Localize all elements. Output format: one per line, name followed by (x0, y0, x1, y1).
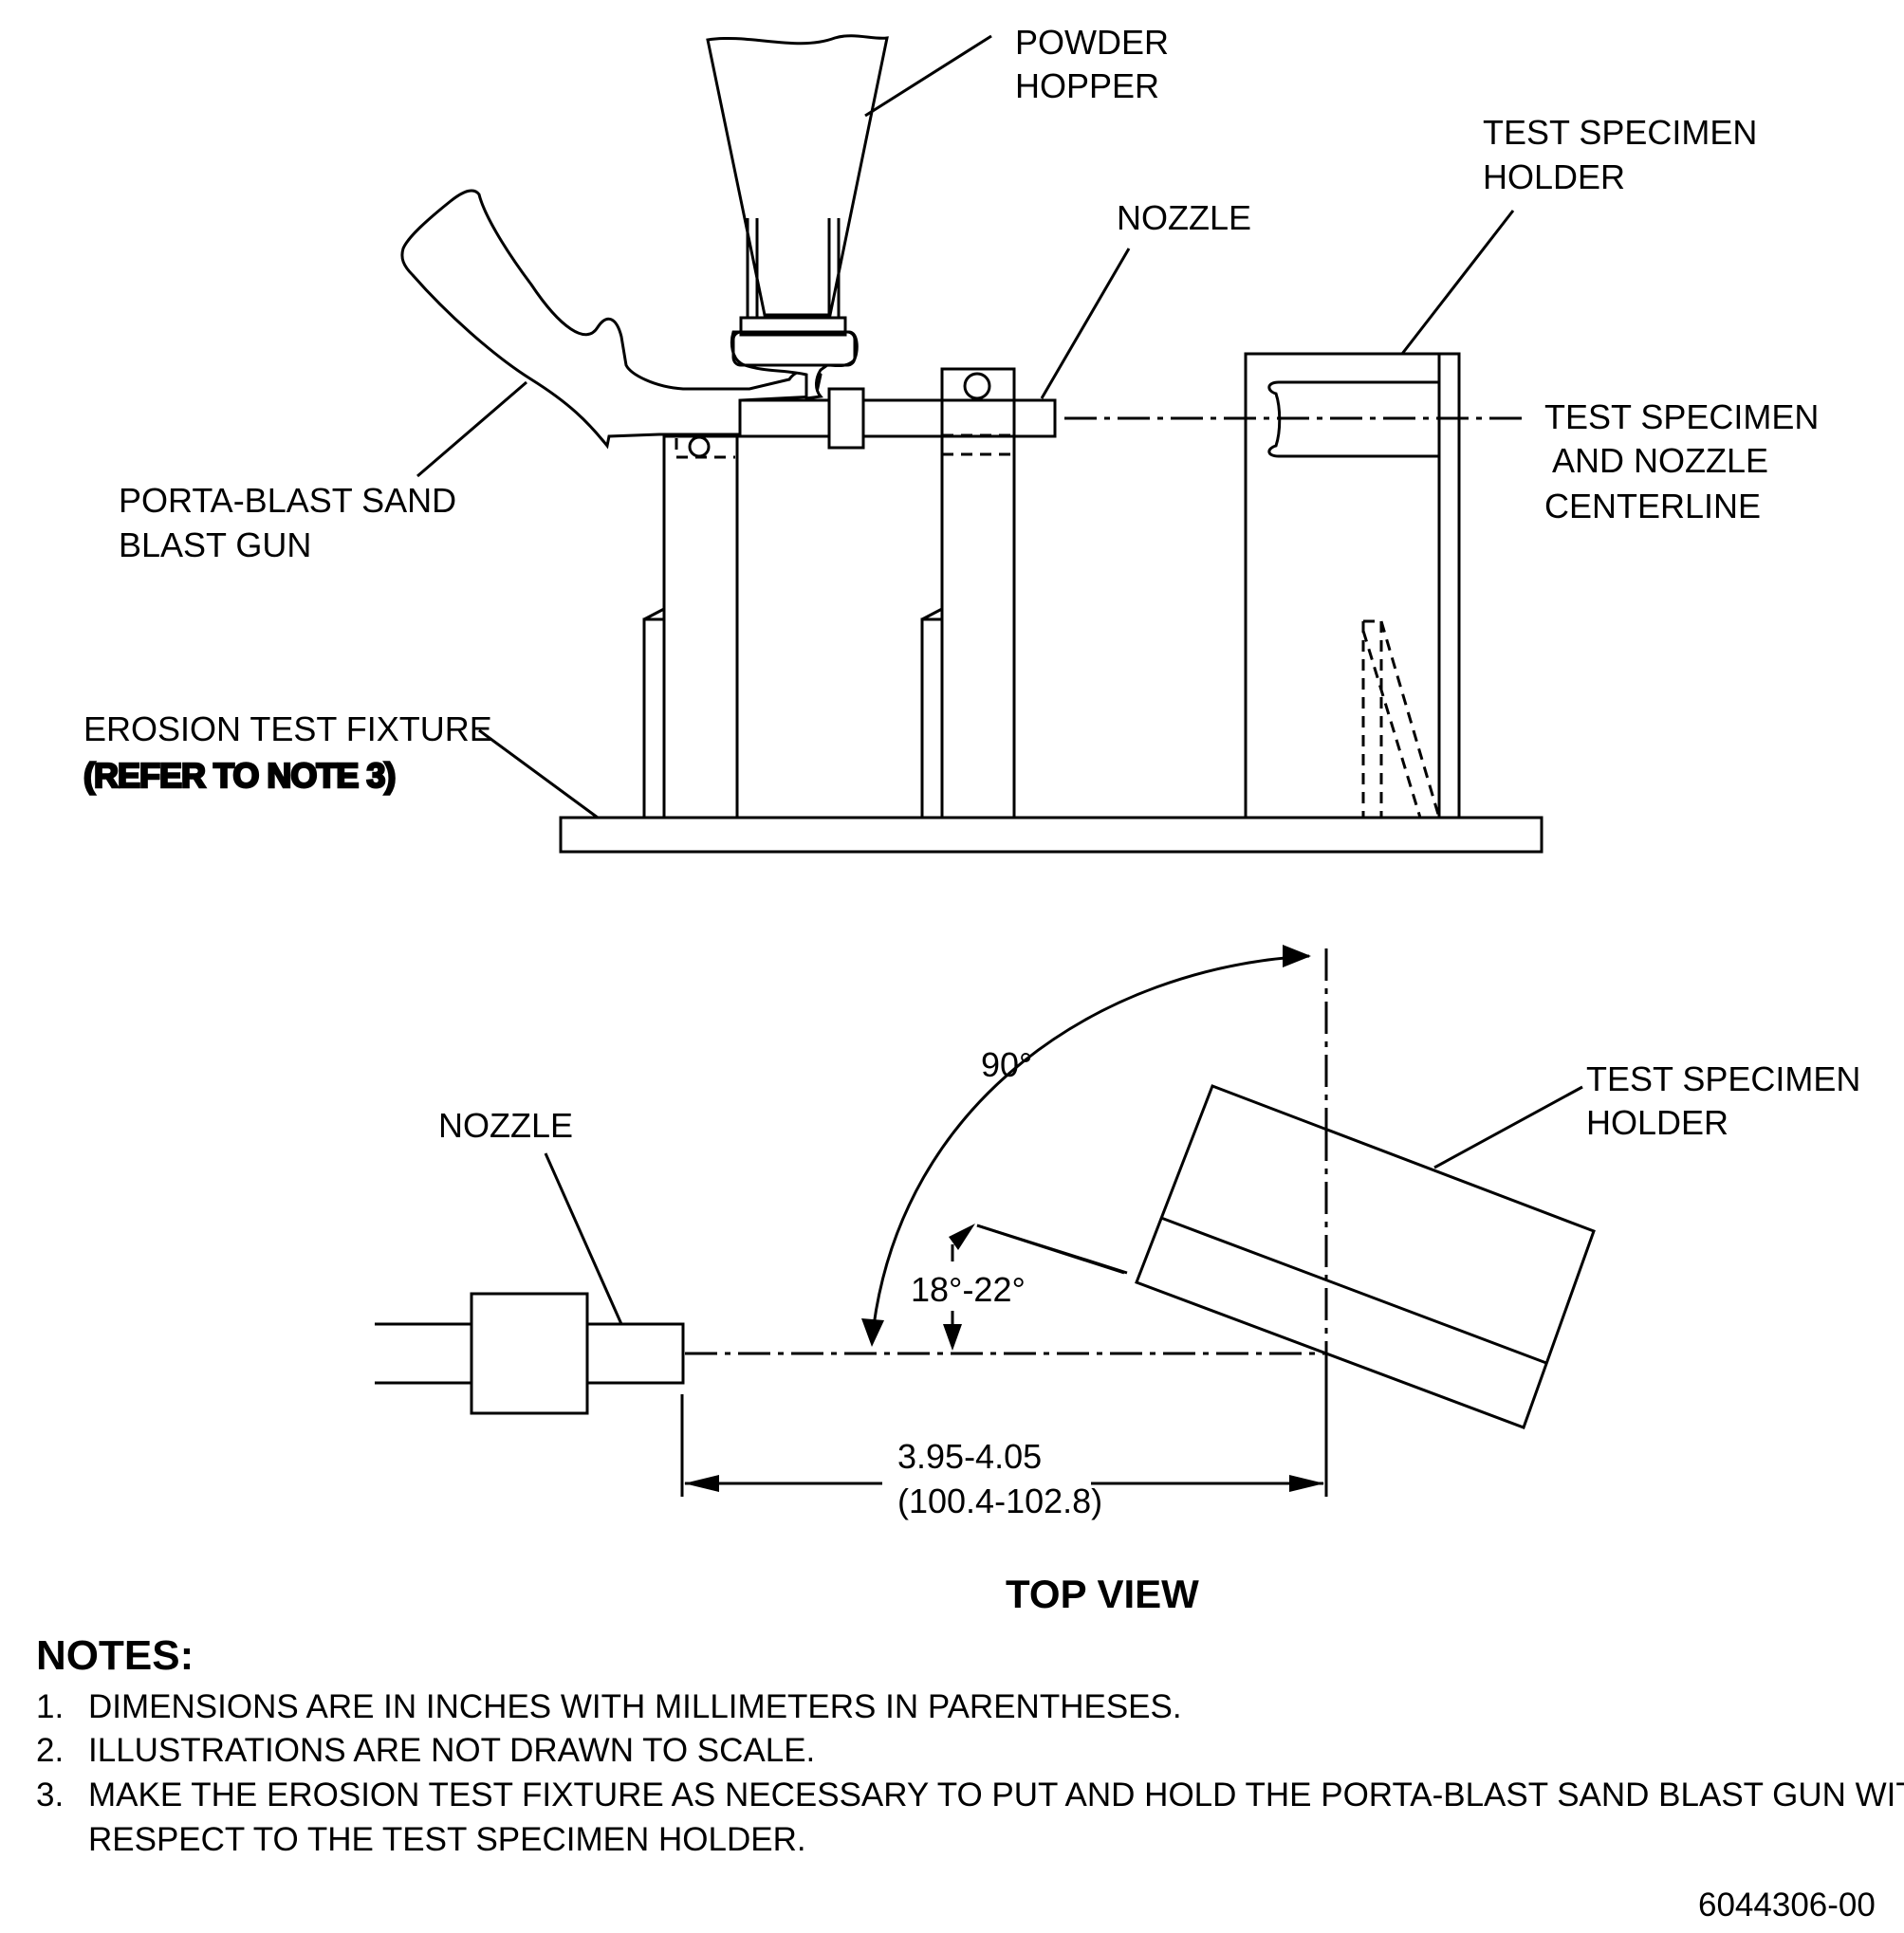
holder-top-leader (1433, 1085, 1583, 1169)
angle-90-arrow-bottom (861, 1318, 884, 1347)
note-3-text-line-1: MAKE THE EROSION TEST FIXTURE AS NECESSA… (88, 1777, 1904, 1813)
dimension-inches: 3.95-4.05 (897, 1437, 1042, 1476)
notes: NOTES: 1. DIMENSIONS ARE IN INCHES WITH … (36, 1632, 1904, 1858)
angle-range-label: 18°-22° (911, 1270, 1026, 1309)
left-support-post (642, 434, 739, 819)
note-1-text: DIMENSIONS ARE IN INCHES WITH MILLIMETER… (88, 1688, 1182, 1725)
fixture-base-plate (559, 816, 1544, 854)
gun-body-top (470, 1292, 589, 1415)
gun-leader (416, 380, 527, 478)
erosion-fixture-label: EROSION TEST FIXTURE (83, 709, 492, 748)
angle-range-arrow-bottom (943, 1324, 962, 1351)
angle-range-arrow-top (949, 1224, 975, 1250)
nozzle-top-leader (544, 1152, 623, 1325)
powder-hopper (706, 34, 889, 318)
note-3-text-line-2: RESPECT TO THE TEST SPECIMEN HOLDER. (88, 1821, 806, 1858)
note-2-number: 2. (36, 1732, 64, 1769)
test-specimen-holder-label: TEST SPECIMEN HOLDER (1483, 113, 1766, 196)
holder-leader (1400, 210, 1515, 355)
test-specimen-holder-top (1135, 1084, 1596, 1429)
nozzle-leader (1040, 248, 1131, 399)
nozzle-top (585, 1322, 685, 1385)
dimension-arrow-right (1289, 1475, 1324, 1492)
dimension-arrow-left (684, 1475, 719, 1492)
side-view: POWDER HOPPER NOZZLE TEST SPECIMEN HOLDE… (83, 23, 1828, 854)
centerline-label: TEST SPECIMEN AND NOZZLE CENTERLINE (1544, 397, 1828, 525)
sand-blast-gun (400, 189, 823, 450)
angle-90-label: 90° (981, 1045, 1032, 1084)
erosion-fixture-note: (REFER TO NOTE 3) (83, 756, 395, 795)
top-view: 90° NOZZLE TEST SPECIMEN HOLDER 18°-22° … (375, 945, 1870, 1616)
top-view-title: TOP VIEW (1006, 1572, 1199, 1616)
note-1-number: 1. (36, 1688, 64, 1725)
nozzle-label: NOZZLE (1117, 198, 1251, 237)
test-specimen-holder-side (1244, 352, 1461, 819)
notes-heading: NOTES: (36, 1632, 194, 1679)
hopper-leader (864, 34, 992, 118)
powder-hopper-label: POWDER HOPPER (1015, 23, 1178, 105)
test-specimen-holder-top-label: TEST SPECIMEN HOLDER (1586, 1059, 1870, 1142)
note-2-text: ILLUSTRATIONS ARE NOT DRAWN TO SCALE. (88, 1732, 815, 1769)
figure-number: 6044306-00 (1698, 1887, 1876, 1924)
middle-support-post (920, 367, 1016, 819)
nozzle (736, 387, 1057, 450)
nozzle-top-label: NOZZLE (438, 1106, 573, 1145)
fixture-leader (478, 728, 599, 819)
sand-blast-gun-label: PORTA-BLAST SAND BLAST GUN (119, 481, 466, 564)
hopper-connector (730, 316, 859, 400)
note-3-number: 3. (36, 1777, 64, 1813)
dimension-mm: (100.4-102.8) (897, 1482, 1102, 1520)
angle-90-arc (871, 954, 1310, 1334)
angle-90-arrow-top (1283, 945, 1311, 967)
